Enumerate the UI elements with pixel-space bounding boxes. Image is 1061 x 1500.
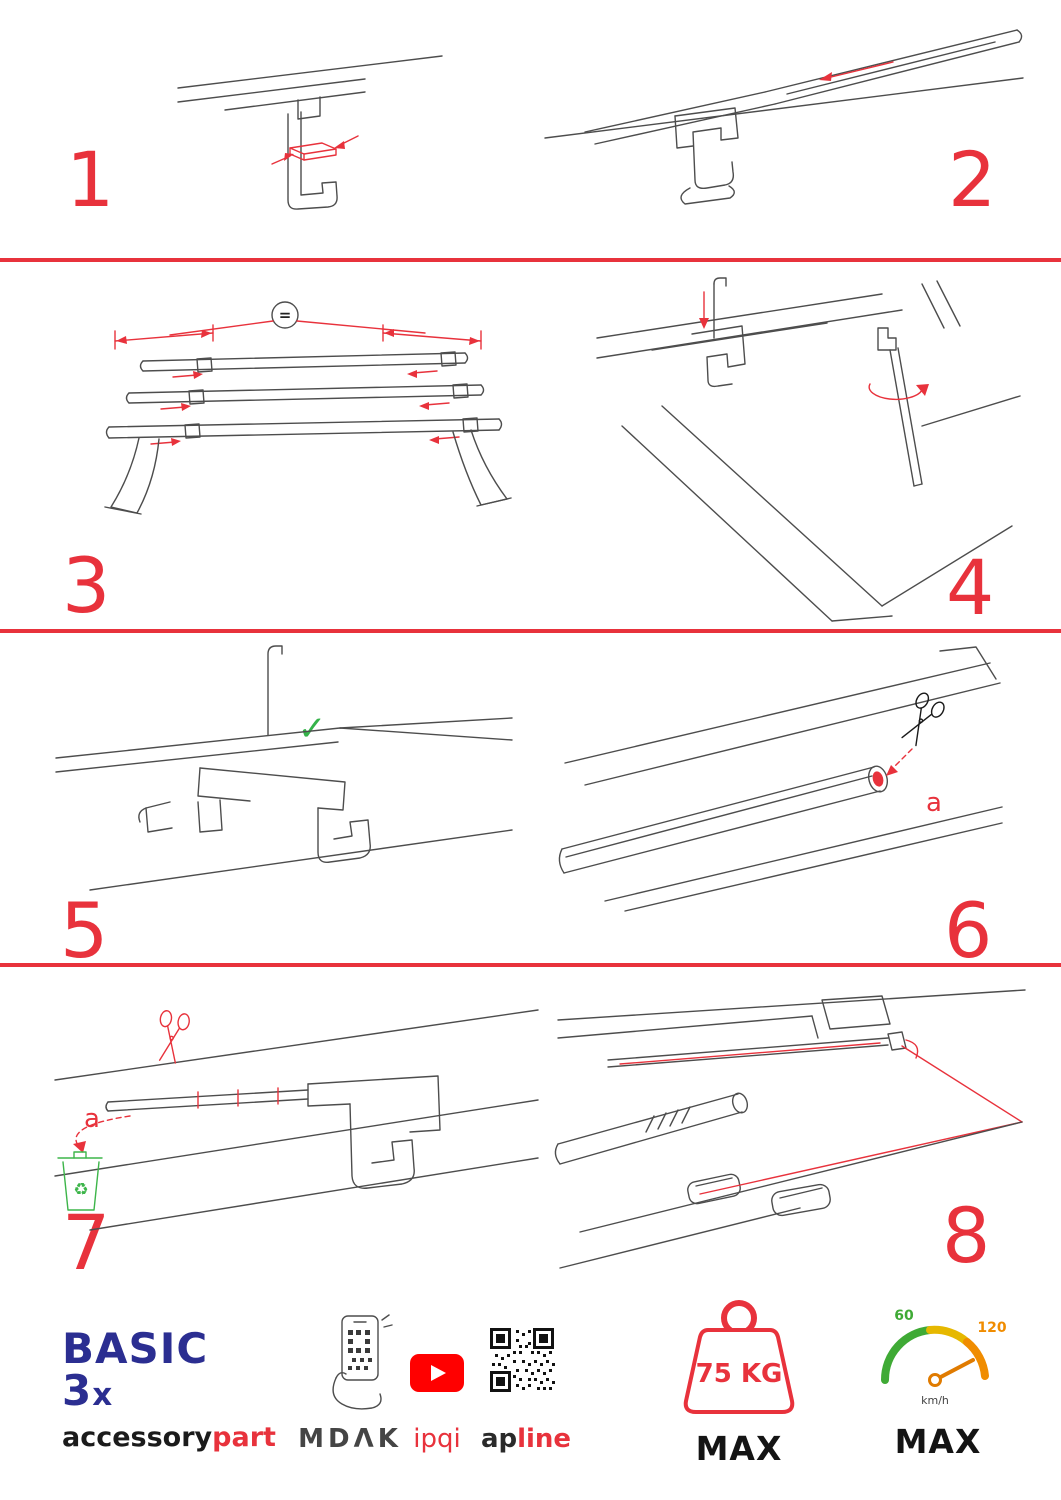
weight-value: 75 KG bbox=[696, 1359, 783, 1389]
step-7-number: 7 bbox=[62, 1198, 111, 1287]
step-1-illustration bbox=[177, 55, 443, 210]
speed-unit-label: km/h bbox=[921, 1394, 949, 1407]
apline-label: apline bbox=[476, 1424, 576, 1454]
equals-badge bbox=[271, 301, 299, 329]
brand-subtitle: accessorypart bbox=[62, 1422, 276, 1453]
cut-strip-label: a bbox=[84, 1104, 100, 1134]
brand-subtitle-red: part bbox=[212, 1422, 276, 1453]
step-6-illustration: a bbox=[558, 646, 1003, 912]
step-5-illustration: ✓ bbox=[55, 645, 513, 891]
strap-buckle bbox=[687, 1173, 831, 1217]
step-5-number: 5 bbox=[60, 886, 109, 975]
cut-point-label: a bbox=[926, 788, 942, 818]
phone-qr-icon bbox=[332, 1314, 393, 1410]
section-divider-1 bbox=[0, 258, 1061, 262]
step-2-illustration bbox=[544, 29, 1024, 205]
speed-high-label: 120 bbox=[977, 1320, 1006, 1336]
section-divider-2 bbox=[0, 629, 1061, 633]
step-3-illustration: = bbox=[104, 301, 512, 515]
step-3-number: 3 bbox=[62, 541, 111, 630]
max-speed-block: 60 120 km/h MAX bbox=[868, 1292, 1008, 1461]
speed-low-label: 60 bbox=[894, 1308, 914, 1324]
ipqi-label: ipqi bbox=[413, 1424, 461, 1454]
brand-title-suffix: x bbox=[92, 1377, 114, 1413]
check-icon: ✓ bbox=[298, 709, 327, 749]
speedometer-icon: 60 120 km/h bbox=[880, 1308, 1007, 1407]
equals-label: = bbox=[279, 306, 292, 324]
step-8-illustration bbox=[554, 989, 1026, 1269]
weight-icon: 75 KG bbox=[683, 1300, 795, 1414]
brand-subtitle-black: accessory bbox=[62, 1422, 213, 1453]
scissors-icon bbox=[901, 692, 945, 747]
section-divider-3 bbox=[0, 963, 1061, 967]
weight-max-label: MAX bbox=[695, 1429, 783, 1468]
mdak-label: MDΛK bbox=[298, 1424, 402, 1454]
qr-code bbox=[490, 1328, 555, 1392]
apline-red: line bbox=[517, 1424, 572, 1454]
youtube-icon bbox=[410, 1354, 464, 1392]
trash-bin-icon bbox=[57, 1151, 103, 1211]
step-6-number: 6 bbox=[944, 886, 993, 975]
recycle-icon: ♻ bbox=[73, 1180, 88, 1200]
step-2-number: 2 bbox=[948, 135, 997, 224]
step-8-number: 8 bbox=[942, 1191, 991, 1280]
speed-max-label: MAX bbox=[894, 1422, 982, 1461]
brand-logo: BASIC 3x accessorypart bbox=[62, 1328, 276, 1453]
step-7-illustration: a ♻ bbox=[54, 1009, 539, 1231]
max-weight-block: 75 KG MAX bbox=[664, 1296, 814, 1468]
brand-title: BASIC 3x bbox=[62, 1328, 272, 1412]
step-1-number: 1 bbox=[66, 135, 115, 224]
scissors-icon bbox=[158, 1010, 190, 1064]
apline-black: ap bbox=[480, 1424, 518, 1454]
brand-title-main: BASIC 3 bbox=[62, 1324, 209, 1415]
step-4-illustration bbox=[596, 277, 1021, 622]
